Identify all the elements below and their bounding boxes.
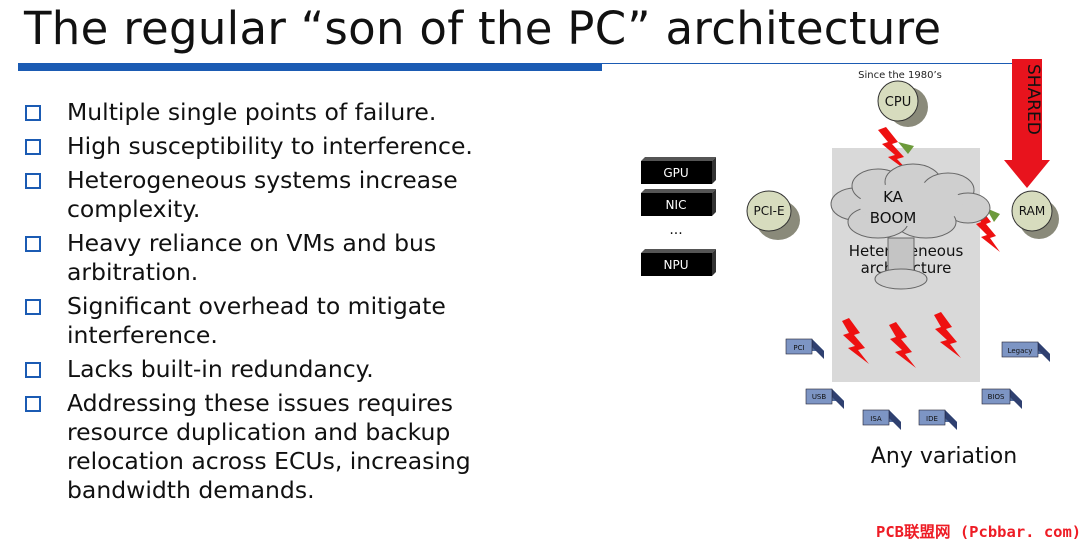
bullet-text: Multiple single points of failure. <box>67 98 437 126</box>
title-underline-thin <box>602 63 1022 64</box>
gpu-label: GPU <box>663 166 688 180</box>
bullet-text: Heavy reliance on VMs and bus arbitratio… <box>67 229 437 286</box>
square-bullet-icon <box>25 299 41 315</box>
legacy-port: Legacy <box>1001 341 1050 362</box>
pci-label: PCI <box>793 344 804 352</box>
bullet-item: Lacks built-in redundancy. <box>24 355 494 384</box>
bullet-item: Multiple single points of failure. <box>24 98 494 127</box>
lightning-bolt-icon <box>878 127 910 173</box>
square-bullet-icon <box>25 139 41 155</box>
bullet-item: Significant overhead to mitigate interfe… <box>24 292 494 350</box>
nic-label: NIC <box>666 198 687 212</box>
usb-port: USB <box>805 388 844 409</box>
square-bullet-icon <box>25 362 41 378</box>
ram-node <box>1011 190 1053 232</box>
cloud-base <box>874 268 928 290</box>
bullet-item: Addressing these issues requires resourc… <box>24 389 494 505</box>
pci-port: PCI <box>785 338 824 359</box>
ide-port: IDE <box>918 409 957 430</box>
bullet-text: Heterogeneous systems increase complexit… <box>67 166 458 223</box>
watermark: PCB联盟网 (Pcbbar. com) <box>876 523 1080 541</box>
bullet-text: Addressing these issues requires resourc… <box>67 389 471 504</box>
npu-box: NPU <box>641 249 716 276</box>
usb-label: USB <box>812 393 827 401</box>
shared-arrow-icon <box>1004 59 1050 188</box>
accelerator-ellipsis: ... <box>669 222 682 238</box>
boom-label: BOOM <box>870 209 917 227</box>
npu-label: NPU <box>664 258 689 272</box>
shared-label: SHARED <box>1023 64 1043 135</box>
gpu-box: GPU <box>641 157 716 184</box>
bullet-text: High susceptibility to interference. <box>67 132 473 160</box>
legacy-label: Legacy <box>1008 347 1033 355</box>
nic-box: NIC <box>641 189 716 216</box>
bullet-item: High susceptibility to interference. <box>24 132 494 161</box>
square-bullet-icon <box>25 396 41 412</box>
cpu-node <box>877 80 919 122</box>
lightning-bolt-icon <box>934 312 961 358</box>
bullet-list: Multiple single points of failure. High … <box>24 98 494 510</box>
ide-label: IDE <box>926 415 938 423</box>
lightning-bolt-icon <box>842 318 869 364</box>
isa-port: ISA <box>862 409 901 430</box>
bullet-text: Significant overhead to mitigate interfe… <box>67 292 446 349</box>
square-bullet-icon <box>25 105 41 121</box>
pcie-label: PCI-E <box>753 204 784 218</box>
square-bullet-icon <box>25 236 41 252</box>
diagram-caption: Any variation <box>871 444 1017 469</box>
connector-tab <box>898 142 914 154</box>
bullet-text: Lacks built-in redundancy. <box>67 355 374 383</box>
ram-label: RAM <box>1019 204 1045 218</box>
cloud-core <box>859 182 963 226</box>
lightning-bolt-icon <box>889 322 916 368</box>
ka-label: KA <box>883 188 904 206</box>
ka-boom-cloud <box>830 163 991 290</box>
architecture-diagram: Since the 1980’s CPU SHARED PCI-E RAM He… <box>630 56 1080 490</box>
square-bullet-icon <box>25 173 41 189</box>
pcie-node <box>746 190 792 232</box>
cpu-label: CPU <box>885 95 911 110</box>
isa-label: ISA <box>870 415 882 423</box>
title-underline <box>18 63 602 71</box>
since-label: Since the 1980’s <box>858 70 942 81</box>
bullet-item: Heterogeneous systems increase complexit… <box>24 166 494 224</box>
bios-port: BIOS <box>981 388 1022 409</box>
bios-label: BIOS <box>988 393 1005 401</box>
bullet-item: Heavy reliance on VMs and bus arbitratio… <box>24 229 494 287</box>
slide-title: The regular “son of the PC” architecture <box>24 2 942 55</box>
